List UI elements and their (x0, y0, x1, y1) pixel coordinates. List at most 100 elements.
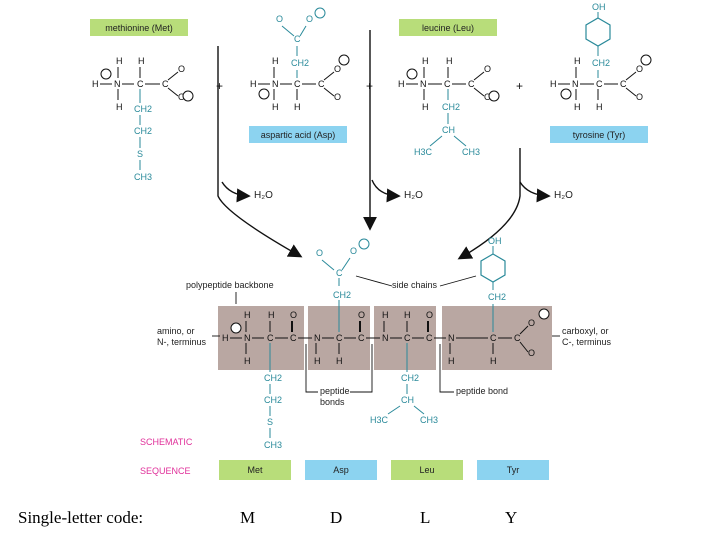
positive-charge-icon (560, 88, 572, 100)
atom: N (314, 333, 321, 343)
side-chain-bond (453, 135, 467, 147)
backbone-segment-3 (374, 306, 436, 370)
side-chain-group: CH3 (462, 147, 480, 157)
amino-acid-label-methionine: methionine (Met) (90, 19, 188, 36)
side-chain-group: CH2 (134, 104, 152, 114)
atom: H (422, 102, 429, 112)
atom: O (636, 64, 643, 74)
atom: N (244, 333, 251, 343)
bond (323, 87, 335, 97)
negative-charge-icon (314, 7, 326, 19)
atom: C (336, 333, 343, 343)
side-chain-group: OH (488, 236, 502, 246)
atom: H (294, 102, 301, 112)
negative-charge-icon (640, 54, 652, 66)
atom: C (468, 79, 475, 89)
atom: N (114, 79, 121, 89)
atom: H (382, 310, 389, 320)
side-chain-bond (299, 25, 307, 37)
atom: H (272, 56, 279, 66)
pointer-side-chains-left (355, 275, 393, 287)
backbone-shading (218, 306, 552, 370)
atom: H (244, 310, 251, 320)
side-chain-group: O (350, 246, 357, 256)
atom: N (272, 79, 279, 89)
side-chain-group: CH2 (333, 290, 351, 300)
atom: O (276, 14, 283, 24)
atom: H (138, 56, 145, 66)
peptide-bonds-label: peptide bonds (320, 386, 350, 407)
bond (167, 71, 179, 81)
amino-acid-label-aspartic-acid: aspartic acid (Asp) (249, 126, 347, 143)
atom: C (318, 79, 325, 89)
atom: C (426, 333, 433, 343)
bond (625, 71, 637, 81)
atom: C (596, 79, 603, 89)
negative-charge-icon (358, 238, 370, 250)
plus-sign: + (366, 79, 373, 93)
positive-charge-icon (230, 322, 242, 334)
negative-charge-icon (538, 308, 550, 320)
arrow-center-water (371, 179, 401, 203)
side-chain-group: CH (442, 125, 455, 135)
side-chain-bond (413, 405, 425, 415)
single-letter-d: D (330, 508, 343, 527)
reaction-arrows (217, 30, 551, 260)
atom: O (334, 92, 341, 102)
atom: H (222, 333, 229, 343)
plus-sign: + (216, 79, 223, 93)
water-label-3: H₂O (554, 190, 573, 201)
side-chain-group: CH3 (420, 415, 438, 425)
atom: H (92, 79, 99, 89)
side-chain-group: CH3 (264, 440, 282, 450)
polypeptide-side-chains: CH2 CH2 S CH3 CH2 C O O CH2 CH H3C CH3 (264, 236, 506, 450)
atom: C (620, 79, 627, 89)
bond (473, 87, 485, 97)
polypeptide-backbone-label: polypeptide backbone (186, 280, 274, 290)
sequence-label: SEQUENCE (140, 466, 191, 476)
atom: N (572, 79, 579, 89)
arrow-methionine-water (221, 181, 251, 203)
side-chain-bond (281, 25, 295, 37)
positive-charge-icon (100, 68, 112, 80)
negative-charge-icon (338, 54, 350, 66)
atom: H (116, 102, 123, 112)
schematic-label: SCHEMATIC (140, 437, 193, 447)
tyrosine-structure: OH CH2 H H N C C O O H H (550, 2, 652, 112)
side-chain-group: CH2 (291, 58, 309, 68)
pointer-peptide-bonds-2 (350, 344, 373, 393)
side-chain-group: CH3 (134, 172, 152, 182)
atom: H (268, 310, 275, 320)
side-chain-group: OH (592, 2, 606, 12)
sequence-box-leu: Leu (391, 460, 463, 480)
arrow-tyrosine-water (519, 181, 551, 203)
negative-charge-icon (182, 90, 194, 102)
atom: C (514, 333, 521, 343)
side-chain-group: CH (401, 395, 414, 405)
positive-charge-icon (258, 88, 270, 100)
arrow-methionine (217, 46, 303, 258)
side-chain-bond (387, 405, 401, 415)
atom: O (528, 348, 535, 358)
side-chain-group: C (294, 34, 301, 44)
water-label-2: H₂O (404, 190, 423, 201)
sequence-box-asp: Asp (305, 460, 377, 480)
side-chain-group: CH2 (488, 292, 506, 302)
atom: C (290, 333, 297, 343)
atom: O (358, 310, 365, 320)
atom: H (574, 102, 581, 112)
atom: C (444, 79, 451, 89)
atom: H (404, 310, 411, 320)
atom: H (448, 356, 455, 366)
atom: O (636, 92, 643, 102)
sequence-box-tyr: Tyr (477, 460, 549, 480)
atom: O (426, 310, 433, 320)
atom: H (244, 356, 251, 366)
negative-charge-icon (488, 90, 500, 102)
atom: H (116, 56, 123, 66)
atom: C (294, 79, 301, 89)
atom: H (422, 56, 429, 66)
atom: O (528, 318, 535, 328)
atom: C (358, 333, 365, 343)
